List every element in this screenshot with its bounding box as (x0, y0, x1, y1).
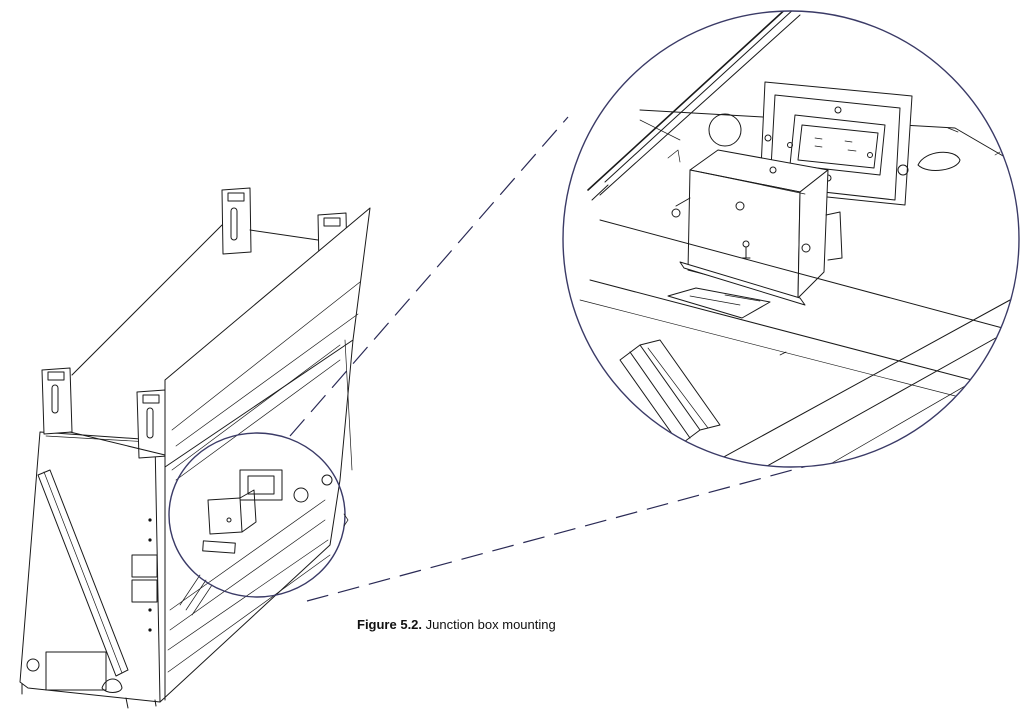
figure-caption: Figure 5.2. Junction box mounting (357, 617, 556, 632)
detail-view (562, 10, 1020, 468)
cabinet-assembly (19, 187, 371, 709)
figure-number: Figure 5.2. (357, 617, 423, 632)
figure-caption-text: Junction box mounting (422, 617, 556, 632)
callout-lines (289, 116, 823, 602)
